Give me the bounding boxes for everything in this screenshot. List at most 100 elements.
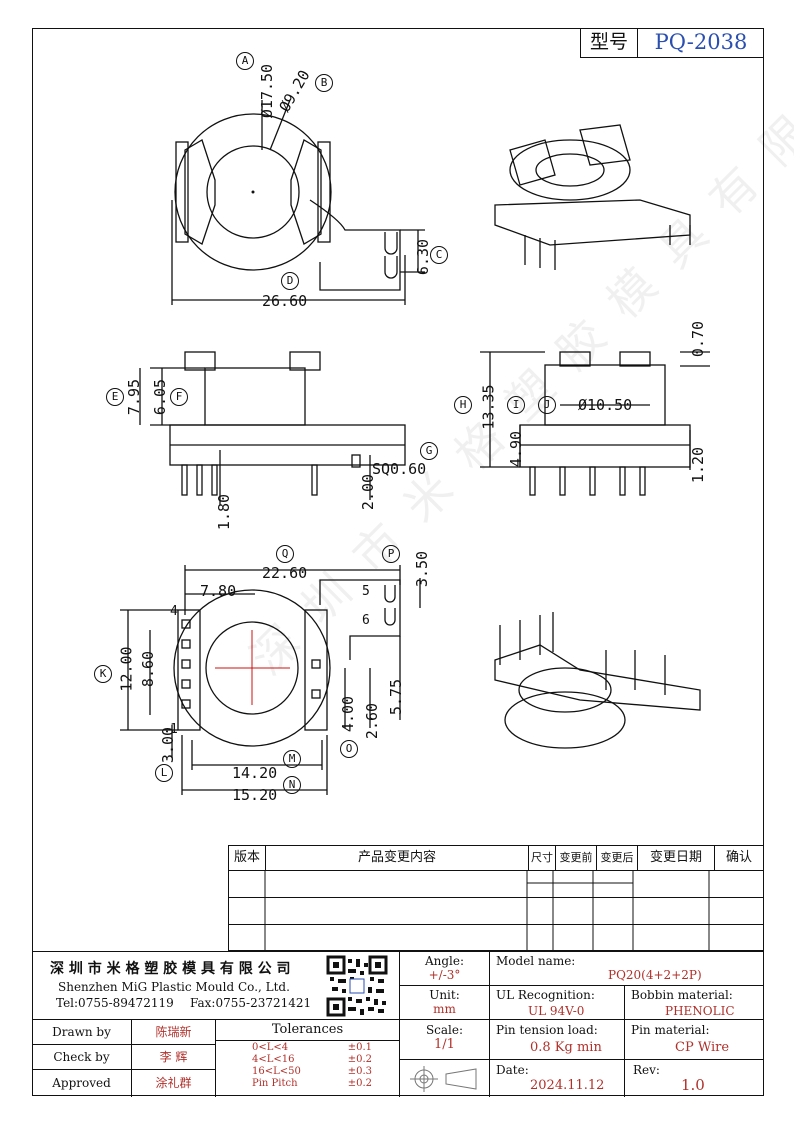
rev-cell: Rev: 1.0	[625, 1060, 764, 1097]
company-name-en: Shenzhen MiG Plastic Mould Co., Ltd.	[58, 980, 290, 994]
label-p: P	[382, 545, 400, 563]
ul-value: UL 94V-0	[528, 1004, 585, 1018]
model-title-box: 型号 PQ-2038	[580, 28, 764, 58]
dim-5-75: 5.75	[387, 678, 406, 716]
label-f: F	[170, 388, 188, 406]
dim-3-50: 3.50	[413, 550, 432, 588]
check-value-cell: 李 辉	[132, 1045, 216, 1070]
approved-value-cell: 涂礼群	[132, 1070, 216, 1097]
label-j: J	[538, 396, 556, 414]
dim-22-60: 22.60	[262, 564, 308, 582]
tol-range: 4<L<16	[252, 1054, 295, 1065]
unit-value: mm	[433, 1002, 456, 1016]
tension-value: 0.8 Kg min	[530, 1040, 602, 1055]
rev-col-version: 版本	[229, 846, 266, 870]
label-q: Q	[276, 545, 294, 563]
dim-26-60: 26.60	[262, 292, 308, 310]
bobbin-value: PHENOLIC	[665, 1004, 735, 1018]
dim-2-60: 2.60	[363, 702, 382, 740]
bobbin-cell: Bobbin material: PHENOLIC	[625, 986, 764, 1020]
model-number: PQ-2038	[654, 30, 748, 54]
dim-13-35: 13.35	[479, 384, 498, 430]
label-g: G	[420, 442, 438, 460]
tolerance-row: 0<L<4±0.1 4<L<16±0.2 16<L<50±0.3 Pin Pit…	[252, 1042, 372, 1090]
model-name-label: Model name:	[496, 954, 576, 968]
ul-label: UL Recognition:	[496, 988, 595, 1002]
pin-label-4: 4	[170, 604, 178, 619]
unit-label: Unit:	[429, 988, 460, 1002]
date-cell: Date: 2024.11.12	[490, 1060, 625, 1097]
rev-col-date: 变更日期	[638, 846, 715, 870]
label-e: E	[106, 388, 124, 406]
pin-material-label: Pin material:	[631, 1023, 710, 1037]
pin-label-6: 6	[362, 613, 370, 628]
drawing-sheet	[32, 28, 764, 1096]
drawn-label-cell: Drawn by	[32, 1020, 132, 1045]
isometric-bottom	[494, 612, 701, 749]
ul-cell: UL Recognition: UL 94V-0	[490, 986, 625, 1020]
label-d: D	[281, 272, 299, 290]
rev-label: Rev:	[633, 1063, 660, 1077]
tol-value: ±0.2	[347, 1078, 372, 1089]
scale-cell: Scale: 1/1	[400, 1020, 490, 1060]
angle-label: Angle:	[424, 954, 465, 968]
bobbin-label: Bobbin material:	[631, 988, 733, 1002]
projection-symbol-icon	[410, 1066, 477, 1092]
label-k: K	[94, 665, 112, 683]
rev-value: 1.0	[681, 1076, 705, 1094]
isometric-top	[494, 124, 691, 270]
angle-value: +/-3°	[428, 968, 461, 982]
dim-15-20: 15.20	[232, 786, 278, 804]
dim-12-00: 12.00	[117, 646, 136, 692]
revision-table: 版本 产品变更内容 尺寸 变更前 变更后 变更日期 确认	[228, 845, 764, 952]
rev-col-size: 尺寸	[529, 846, 556, 870]
label-c: C	[430, 246, 448, 264]
dim-d17-50: Ø17.50	[258, 63, 277, 119]
company-name-cn: 深 圳 市 米 格 塑 胶 模 具 有 限 公 司	[50, 961, 291, 977]
rev-col-content: 产品变更内容	[266, 846, 529, 870]
pin-label-5: 5	[362, 584, 370, 599]
pin-material-cell: Pin material: CP Wire	[625, 1020, 764, 1060]
rev-col-confirm: 确认	[725, 850, 752, 865]
dim-4-90: 4.90	[507, 430, 526, 468]
unit-cell: Unit: mm	[400, 986, 490, 1020]
label-l: L	[155, 764, 173, 782]
label-o: O	[340, 740, 358, 758]
dim-0-70: 0.70	[689, 320, 708, 358]
company-fax: Fax:0755-23721421	[190, 996, 312, 1010]
revision-header: 版本 产品变更内容 尺寸 变更前 变更后 变更日期 确认	[229, 846, 763, 871]
tolerances-title: Tolerances	[216, 1020, 399, 1041]
tension-label: Pin tension load:	[496, 1023, 598, 1037]
company-tel: Tel:0755-89472119	[56, 996, 174, 1010]
scale-label: Scale:	[425, 1023, 464, 1037]
tolerances-cell: Tolerances 0<L<4±0.1 4<L<16±0.2 16<L<50±…	[216, 1020, 400, 1097]
title-block: 深 圳 市 米 格 塑 胶 模 具 有 限 公 司 Shenzhen MiG P…	[32, 951, 764, 1097]
dim-7-95: 7.95	[125, 378, 144, 416]
model-label: 型号	[581, 28, 638, 57]
model-name-value: PQ20(4+2+2P)	[608, 968, 702, 982]
dim-6-05: 6.05	[151, 378, 170, 416]
tol-range: 16<L<50	[252, 1066, 301, 1077]
dim-2-00: 2.00	[359, 473, 378, 511]
tol-value: ±0.1	[347, 1042, 372, 1053]
approved-label-cell: Approved	[32, 1070, 132, 1097]
qr-code-icon	[326, 955, 388, 1017]
projection-cell	[400, 1060, 490, 1097]
label-b: B	[315, 74, 333, 92]
label-h: H	[454, 396, 472, 414]
bottom-view	[120, 565, 421, 795]
date-value: 2024.11.12	[530, 1078, 605, 1093]
angle-cell: Angle: +/-3°	[400, 952, 490, 986]
revision-row	[229, 871, 763, 898]
dim-7-80: 7.80	[200, 582, 237, 600]
revision-grid	[264, 870, 710, 952]
tol-value: ±0.3	[347, 1066, 372, 1077]
label-m: M	[283, 750, 301, 768]
technical-drawing	[120, 99, 710, 795]
model-name-cell: Model name: PQ20(4+2+2P)	[490, 952, 764, 986]
tol-range: Pin Pitch	[252, 1078, 298, 1089]
dim-1-80: 1.80	[215, 493, 234, 531]
tension-cell: Pin tension load: 0.8 Kg min	[490, 1020, 625, 1060]
pin-label-1: 1	[170, 722, 178, 737]
check-label-cell: Check by	[32, 1045, 132, 1070]
